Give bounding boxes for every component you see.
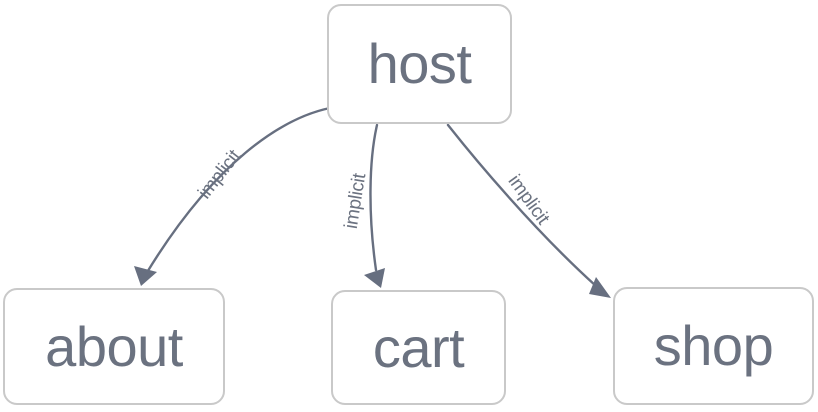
graph-node-host[interactable]: host: [327, 4, 512, 124]
graph-node-cart[interactable]: cart: [331, 290, 506, 405]
edge-host-shop-arrowhead-icon: [589, 277, 611, 298]
edge-host-cart-arrowhead-icon: [364, 268, 385, 288]
edge-host-about-arrowhead-icon: [134, 266, 157, 286]
graph-node-cart-label: cart: [372, 315, 465, 379]
edge-host-shop-line: [446, 123, 598, 288]
graph-node-shop[interactable]: shop: [613, 287, 814, 405]
graph-node-shop-label: shop: [653, 314, 774, 377]
graph-node-host-label: host: [367, 32, 472, 95]
edge-host-cart-label: implicit: [341, 171, 371, 230]
graph-node-about[interactable]: about: [3, 288, 225, 405]
edge-host-about-label: implicit: [194, 145, 245, 203]
edge-host-shop[interactable]: implicit: [446, 123, 611, 298]
edge-host-about-line: [144, 106, 332, 276]
edge-host-about[interactable]: implicit: [134, 106, 332, 286]
graph-node-about-label: about: [45, 314, 183, 378]
edge-host-cart-line: [369, 123, 379, 272]
edge-host-cart[interactable]: implicit: [341, 123, 385, 288]
